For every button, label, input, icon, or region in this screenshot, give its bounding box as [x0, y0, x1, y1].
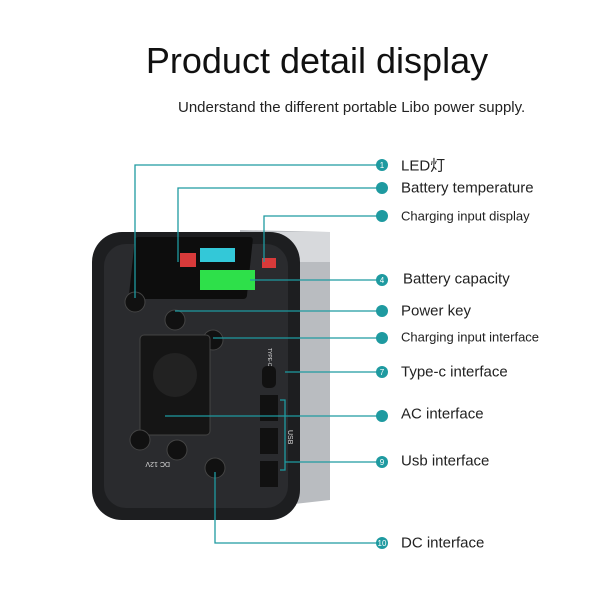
callout-number: 7 — [380, 368, 385, 377]
typec-label: TYPE-C — [266, 348, 272, 367]
callout-markers — [376, 159, 388, 549]
dc-port — [166, 439, 188, 461]
callout-number: 4 — [380, 276, 385, 285]
usb-port — [260, 461, 278, 487]
callout-dc: DC interface — [401, 534, 485, 552]
callout-battery-capacity: Battery capacity — [403, 270, 510, 288]
dc-label: DC 12V — [145, 460, 170, 467]
callout-number: 10 — [378, 539, 387, 548]
usb-port — [260, 428, 278, 454]
callout-type-c: Type-c interface — [401, 363, 508, 381]
callout-power-key: Power key — [401, 302, 472, 320]
callout-usb: Usb interface — [401, 452, 490, 470]
callout-led: LED灯 — [401, 157, 446, 175]
battery-capacity-bar — [200, 270, 255, 290]
type-c-port — [262, 366, 276, 388]
callout-number: 9 — [380, 458, 385, 467]
leader-lines — [134, 164, 381, 544]
page-title: Product detail display — [145, 40, 489, 81]
callout-charging-input-display: Charging input display — [401, 208, 530, 224]
subtitle: Understand the different portable Libo p… — [178, 99, 526, 116]
usb-port — [260, 395, 278, 421]
callout-ac: AC interface — [401, 405, 484, 423]
callout-charging-input-interface: Charging input interface — [401, 329, 540, 345]
usb-label: USB — [286, 430, 293, 445]
callout-battery-temperature: Battery temperature — [401, 179, 534, 197]
callout-number: 1 — [380, 161, 385, 170]
dc-port — [129, 429, 151, 451]
power-button — [164, 309, 186, 331]
